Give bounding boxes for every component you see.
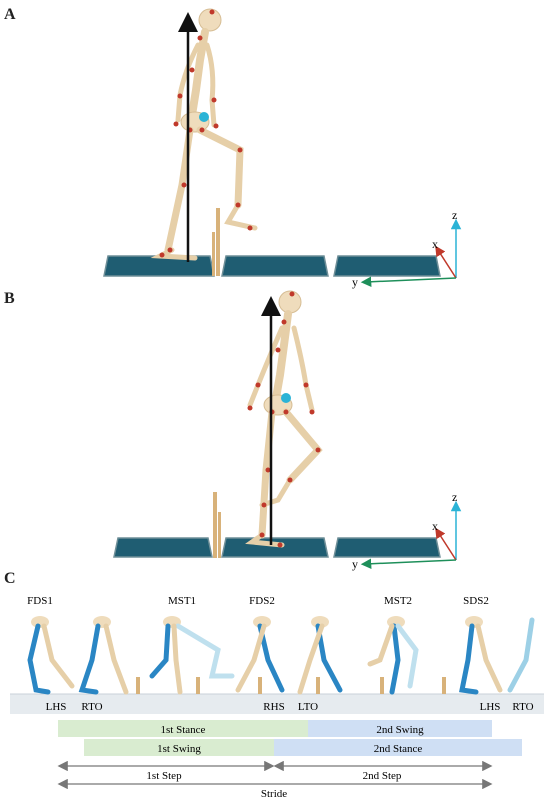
panel-b-y-label: y [352,557,358,571]
panel-a-label: A [4,6,16,23]
panel-a-y-label: y [352,275,358,289]
panel-b-skeleton [245,290,323,548]
panel-a-force-plates [103,255,441,277]
panel-a-axes [360,218,462,288]
arrow-2nd-step-label: 2nd Step [363,770,402,782]
panel-b-z-label: z [452,490,457,504]
bar-1st-stance [58,720,308,737]
bar-2nd-swing [308,720,492,737]
arrow-1st-step-label: 1st Step [146,770,182,782]
panel-c-leg-figures [27,616,535,695]
phase-label-mst1: MST1 [168,595,196,607]
panel-a-z-label: z [452,208,457,222]
phase-label-sds2: SDS2 [463,595,489,607]
panel-a-obstacle [212,208,220,276]
bar-2nd-swing-label: 2nd Swing [376,724,424,736]
panel-b-x-label: x [432,519,438,533]
event-label-lto: LTO [298,701,318,713]
panel-c-obstacles [136,677,446,694]
panel-a-com-marker [199,112,209,122]
event-label-rhs: RHS [263,701,284,713]
phase-label-fds2: FDS2 [249,595,275,607]
bar-1st-stance-label: 1st Stance [161,724,206,736]
panel-b-markers [247,291,321,548]
panel-b-com-marker [281,393,291,403]
phase-label-fds1: FDS1 [27,595,53,607]
panel-a-skeleton [150,8,258,261]
panel-a-x-label: x [432,237,438,251]
arrow-stride-label: Stride [261,788,287,800]
panel-b-force-plates [113,537,441,558]
event-label-rto: RTO [81,701,102,713]
event-label-lhs-2: LHS [480,701,501,713]
panel-c-floor [10,694,544,714]
panel-b-axes [360,500,462,570]
panel-c-label: C [4,570,16,587]
panel-a-markers [159,9,253,258]
panel-b-label: B [4,290,15,307]
panel-b-obstacle [213,492,221,558]
phase-label-mst2: MST2 [384,595,412,607]
bar-1st-swing [84,739,274,756]
bar-1st-swing-label: 1st Swing [157,743,201,755]
bar-2nd-stance [274,739,522,756]
bar-2nd-stance-label: 2nd Stance [374,743,423,755]
event-label-lhs: LHS [46,701,67,713]
event-label-rto-2: RTO [512,701,533,713]
